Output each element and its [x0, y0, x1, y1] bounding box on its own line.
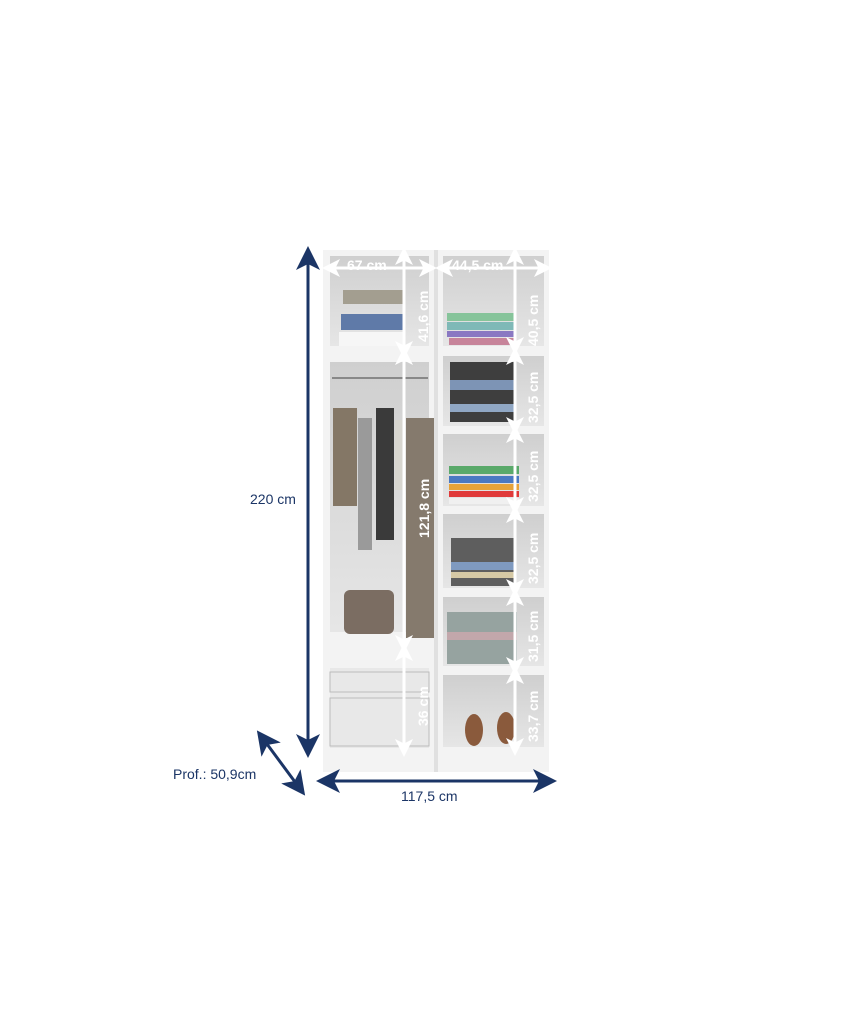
drawer-2 — [329, 697, 430, 747]
left-top-height-label: 41,6 cm — [415, 291, 431, 342]
shelf-1-height-label: 40,5 cm — [525, 295, 541, 346]
shelf-6-height-label: 33,7 cm — [525, 691, 541, 742]
shelf-3-height-label: 32,5 cm — [525, 451, 541, 502]
drawer-height-label: 36 cm — [415, 686, 431, 726]
interior-dimension-arrows — [322, 247, 552, 757]
width-label: 117,5 cm — [401, 788, 458, 804]
drawer-1 — [329, 671, 430, 693]
right-width-label: 44,5 cm — [452, 257, 503, 273]
folded-clothes — [339, 290, 519, 664]
shelf-2-height-label: 32,5 cm — [525, 372, 541, 423]
left-width-label: 67 cm — [347, 257, 387, 273]
height-label: 220 cm — [250, 491, 296, 507]
shelf-4-height-label: 32,5 cm — [525, 533, 541, 584]
depth-label: Prof.: 50,9cm — [173, 766, 256, 782]
shelf-5-height-label: 31,5 cm — [525, 611, 541, 662]
hat-box — [344, 590, 394, 634]
hanging-height-label: 121,8 cm — [416, 479, 432, 538]
depth-dimension-arrow — [256, 730, 306, 796]
